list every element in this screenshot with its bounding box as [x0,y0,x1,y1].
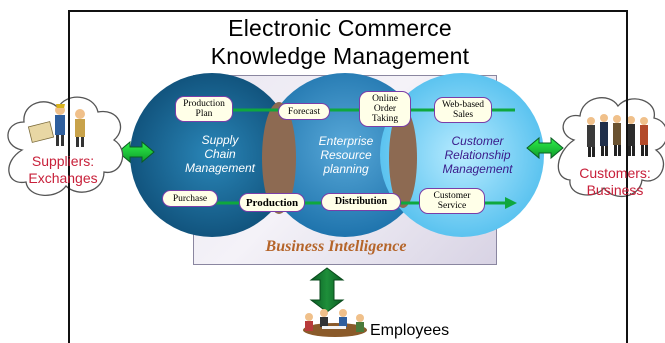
suppliers-label: Suppliers: Exchanges [4,153,122,187]
production-plan-box: Production Plan [175,96,233,122]
supply-chain-label: Supply Chain Management [170,133,270,175]
customers-cloud [557,97,665,198]
crm-line-3: Management [442,162,513,176]
online-order-line-2: Order [373,104,397,114]
distribution-box: Distribution [321,193,401,211]
erp-label: Enterprise Resource planning [296,134,396,176]
page-title: Electronic Commerce Knowledge Management [150,14,530,70]
erp-line-2: Resource [320,148,372,162]
suppliers-people-illustration [27,104,85,147]
web-sales-line-2: Sales [452,110,474,120]
online-order-box: Online Order Taking [359,91,411,127]
business-intelligence-label: Business Intelligence [265,238,407,255]
customer-service-line-1: Customer [433,191,471,201]
left-double-arrow [117,140,155,164]
production-plan-line-2: Plan [195,109,213,119]
customer-service-box: Customer Service [419,188,485,214]
customers-people-illustration [587,114,648,157]
overlap-lens-right [389,108,417,208]
right-double-arrow [526,136,564,160]
customers-line-1: Customers: [579,165,651,181]
erp-line-3: planning [323,162,369,176]
employees-illustration [303,309,367,337]
suppliers-line-1: Suppliers: [31,153,95,169]
overlap-lens-left [262,102,296,214]
suppliers-line-2: Exchanges [28,170,98,186]
online-order-line-1: Online [372,94,398,104]
customer-service-line-2: Service [437,201,467,211]
customers-line-2: Business [586,182,644,198]
bottom-flow-arrowhead [505,197,517,209]
erp-line-1: Enterprise [318,134,374,148]
web-sales-box: Web-based Sales [434,97,492,123]
customers-label: Customers: Business [566,165,664,199]
online-order-line-3: Taking [371,114,399,124]
title-line-1: Electronic Commerce [228,15,452,41]
title-line-2: Knowledge Management [210,43,470,69]
crm-line-1: Customer [451,134,504,148]
production-box: Production [239,193,305,212]
suppliers-cloud [7,96,124,196]
employees-label: Employees [370,322,450,339]
supply-chain-line-2: Chain [204,147,236,161]
crm-label: Customer Relationship Management [420,134,535,176]
supply-chain-line-3: Management [184,161,256,175]
crm-line-2: Relationship [444,148,511,162]
supply-chain-line-1: Supply [201,133,239,147]
production-plan-line-1: Production [183,99,225,109]
outer-frame [68,10,628,343]
purchase-box: Purchase [162,190,218,207]
web-sales-line-1: Web-based [442,100,484,110]
forecast-box: Forecast [278,103,330,120]
